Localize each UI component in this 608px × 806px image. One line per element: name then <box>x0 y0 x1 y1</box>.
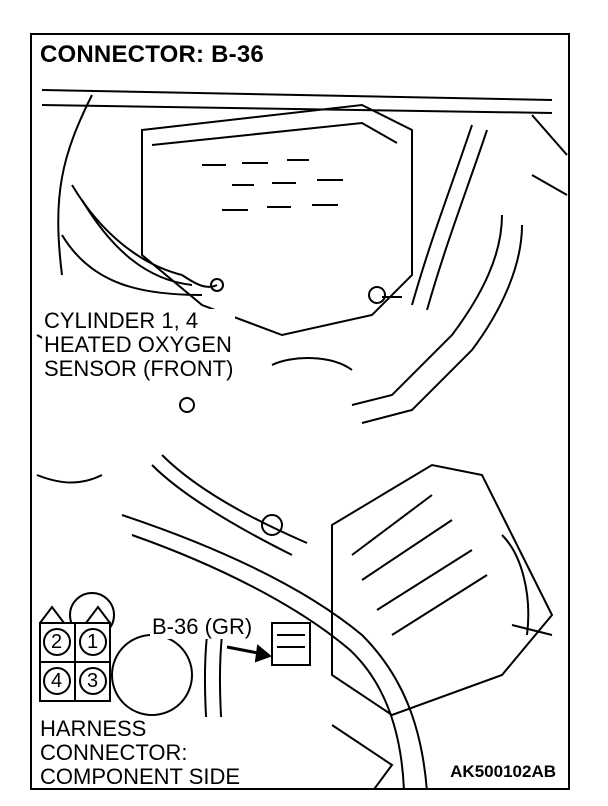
sensor-label-line-3: SENSOR (FRONT) <box>44 356 234 381</box>
harness-label-line-3: COMPONENT SIDE <box>40 764 241 789</box>
connector-arrow <box>226 644 272 663</box>
figure-title: CONNECTOR: B-36 <box>40 41 264 68</box>
sensor-label-line-1: CYLINDER 1, 4 <box>44 308 199 333</box>
bottom-engine-drawing <box>36 454 554 788</box>
panel-divider <box>32 430 568 452</box>
harness-label-line-2: CONNECTOR: <box>40 740 188 765</box>
harness-label-line-1: HARNESS <box>40 716 147 741</box>
pin-4: 4 <box>51 670 63 692</box>
pin-1: 1 <box>87 631 99 653</box>
sensor-label-line-2: HEATED OXYGEN <box>44 332 232 357</box>
pin-2: 2 <box>51 631 63 653</box>
sensor-label: CYLINDER 1, 4 HEATED OXYGEN SENSOR (FRON… <box>42 308 236 381</box>
pin-3: 3 <box>87 670 99 692</box>
harness-label: HARNESS CONNECTOR: COMPONENT SIDE <box>38 716 243 789</box>
engine-illustration <box>36 89 568 788</box>
figure-code: AK500102AB <box>448 762 558 782</box>
top-engine-drawing <box>36 89 568 424</box>
connector-label: B-36 (GR) <box>150 614 255 639</box>
pin-diagram <box>39 605 111 702</box>
figure-frame: CONNECTOR: B-36 <box>30 33 570 790</box>
